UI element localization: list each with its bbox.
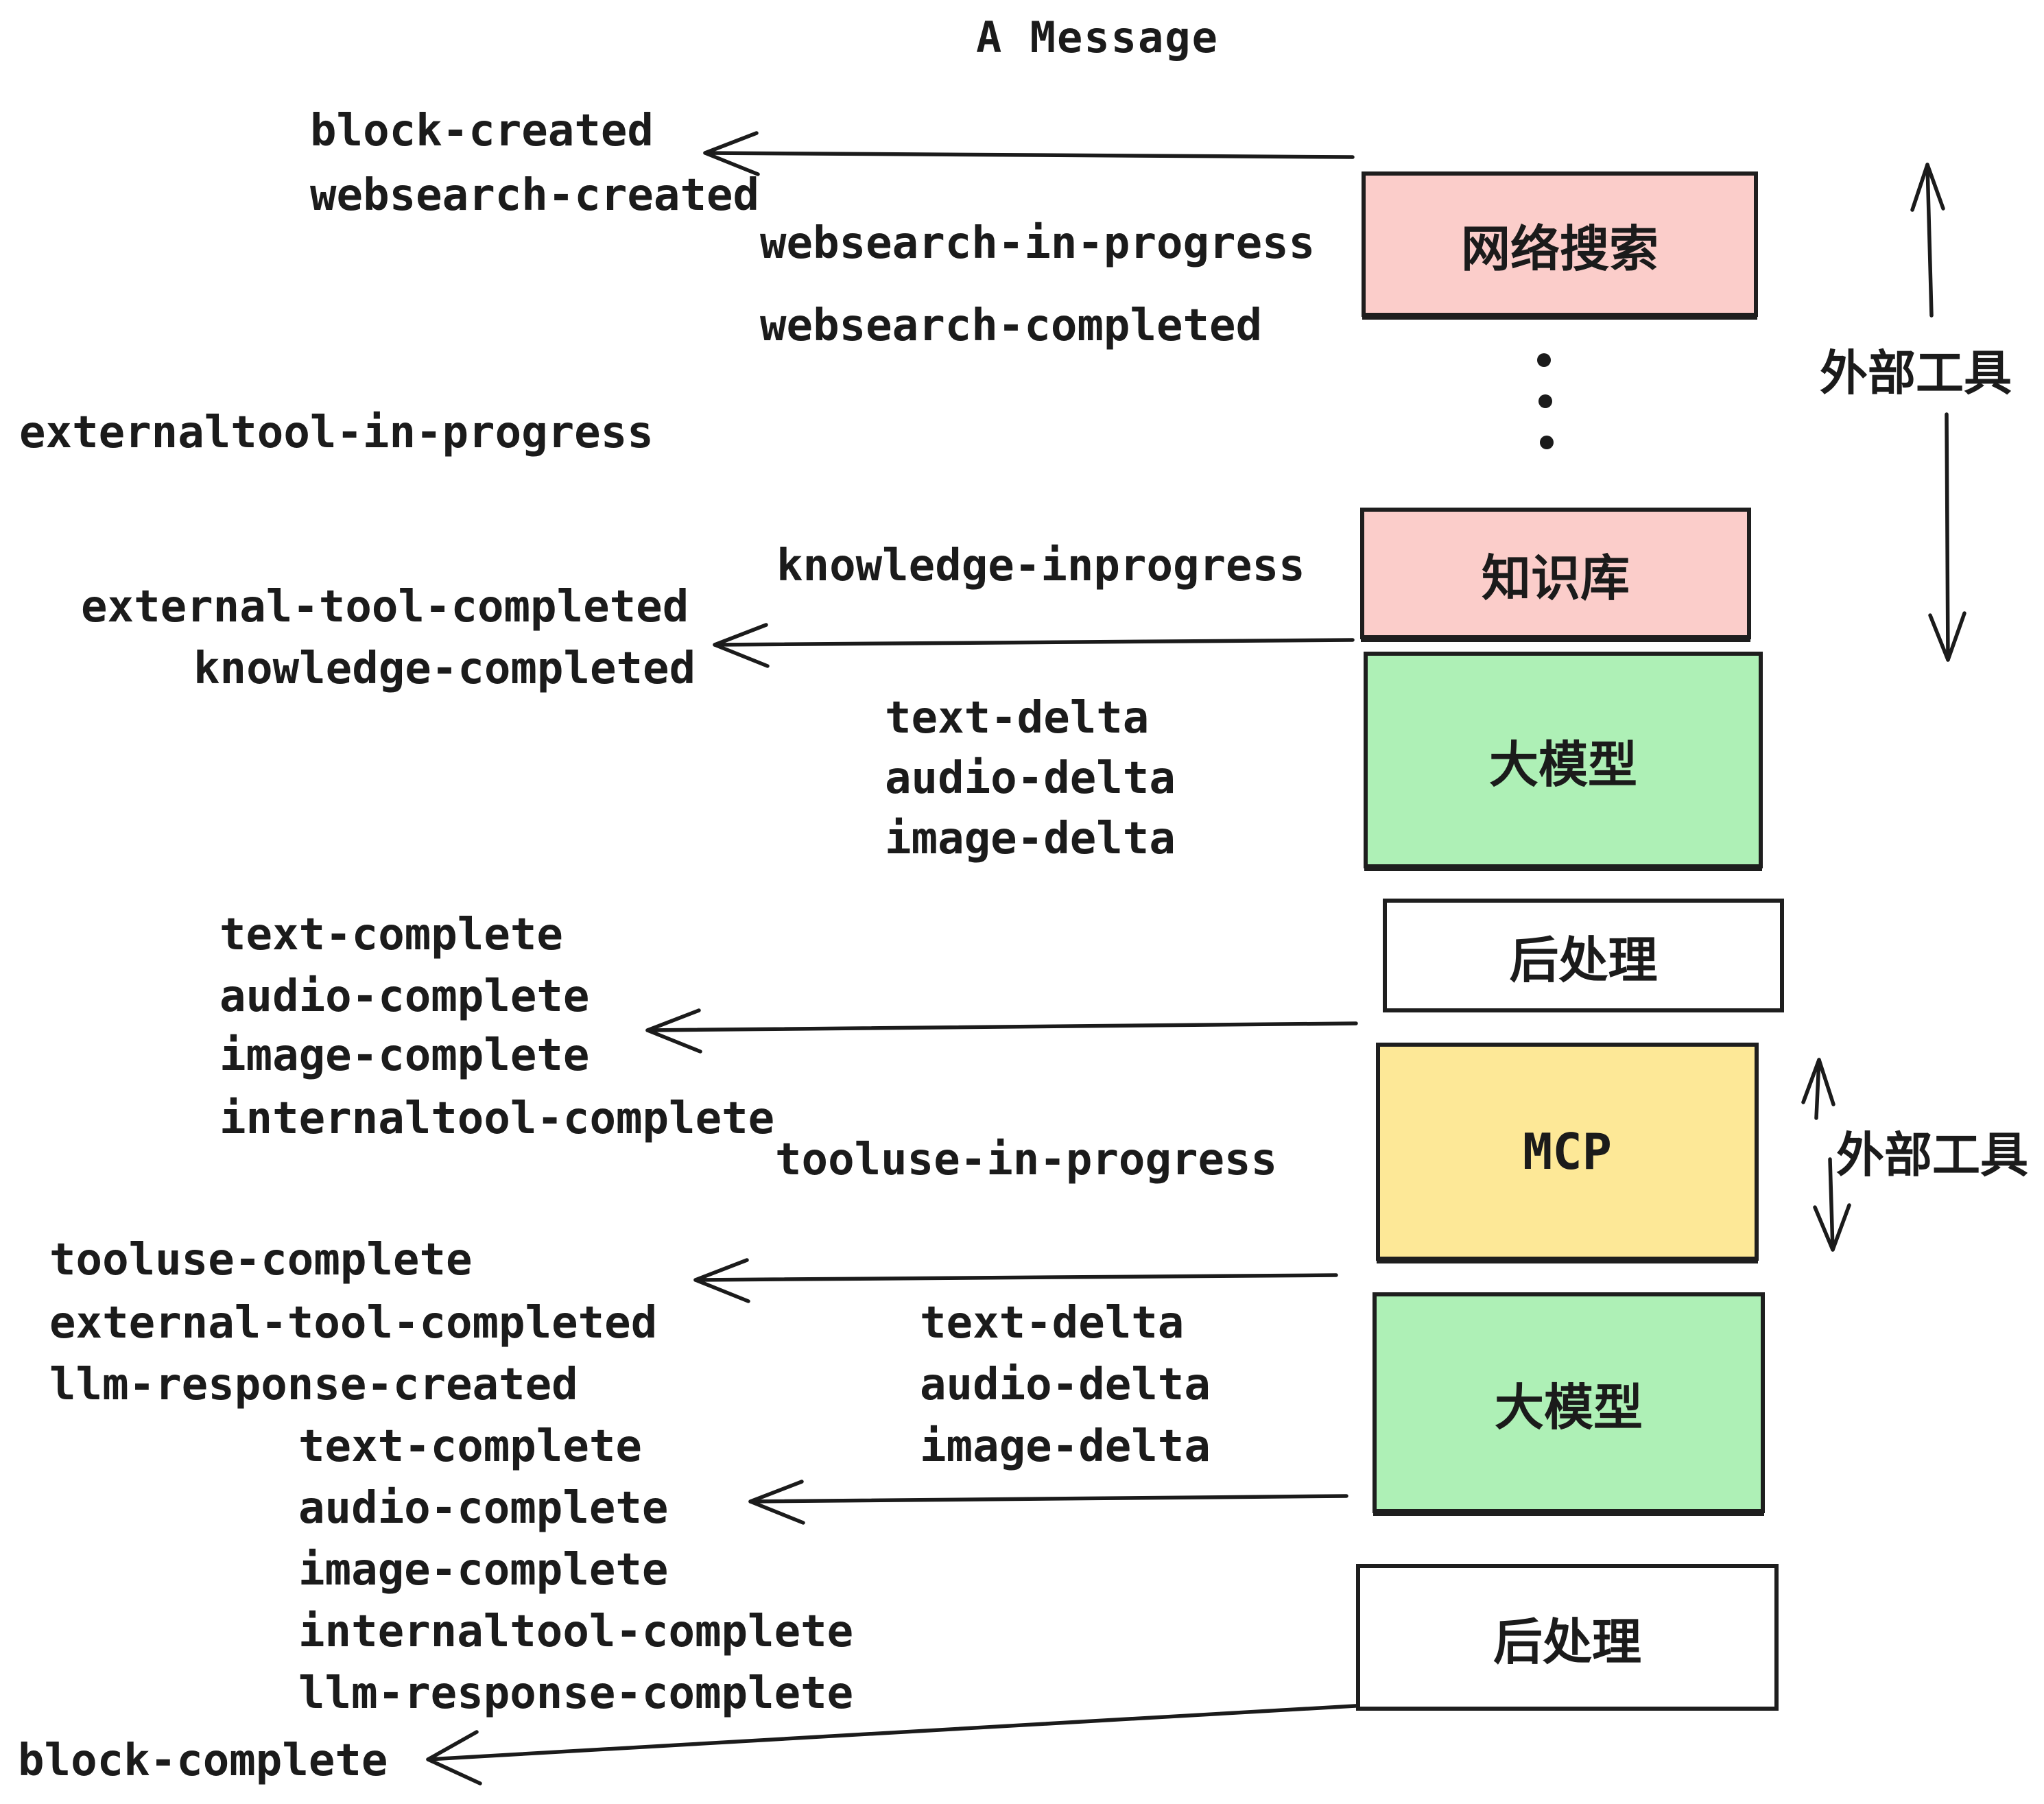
event-image-complete-2: image-complete: [298, 1545, 669, 1595]
box-knowledge: 知识库: [1360, 508, 1751, 639]
event-llm-response-created: llm-response-created: [49, 1360, 578, 1410]
event-image-delta-2: image-delta: [920, 1421, 1211, 1472]
event-external-tool-completed-2: external-tool-completed: [49, 1298, 658, 1349]
event-image-delta-1: image-delta: [885, 814, 1176, 864]
box-postprocess-2: 后处理: [1356, 1564, 1779, 1711]
event-text-complete-2: text-complete: [298, 1421, 642, 1472]
arrow-postprocess-to-image-complete-icon: [645, 1008, 1358, 1054]
arrow-down-external-tools-top-icon: [1928, 412, 1966, 662]
event-tooluse-complete: tooluse-complete: [49, 1235, 473, 1285]
box-mcp: MCP: [1376, 1043, 1759, 1261]
event-internaltool-complete-2: internaltool-complete: [298, 1606, 854, 1657]
event-knowledge-completed: knowledge-completed: [193, 643, 696, 694]
arrow-up-external-tools-top-icon: [1910, 163, 1945, 318]
event-websearch-completed: websearch-completed: [760, 300, 1263, 351]
event-block-complete: block-complete: [18, 1735, 388, 1786]
event-llm-response-complete: llm-response-complete: [298, 1668, 854, 1719]
event-image-complete-1: image-complete: [219, 1030, 590, 1081]
event-text-delta-2: text-delta: [920, 1298, 1185, 1349]
label-external-tools-mcp: 外部工具: [1836, 1127, 2028, 1183]
arrow-mcp-to-tooluse-complete-icon: [693, 1258, 1338, 1303]
arrow-llm2-to-audio-complete-icon: [748, 1480, 1348, 1525]
event-audio-complete-2: audio-complete: [298, 1483, 669, 1534]
arrow-up-external-tools-mcp-icon: [1801, 1058, 1835, 1120]
event-external-tool-completed-1: external-tool-completed: [81, 582, 689, 632]
event-internaltool-complete-1: internaltool-complete: [219, 1093, 775, 1144]
arrow-knowledge-to-knowledge-completed-icon: [713, 623, 1355, 668]
box-llm-1: 大模型: [1364, 652, 1763, 868]
vertical-ellipsis-dots-icon: [1537, 353, 1554, 449]
event-audio-delta-1: audio-delta: [885, 753, 1176, 804]
box-postprocess-1: 后处理: [1383, 899, 1784, 1012]
box-llm-2: 大模型: [1372, 1292, 1765, 1513]
event-audio-complete-1: audio-complete: [219, 971, 590, 1022]
event-tooluse-in-progress: tooluse-in-progress: [775, 1135, 1278, 1185]
event-block-created: block-created: [310, 106, 654, 156]
label-external-tools-top: 外部工具: [1820, 345, 2012, 401]
box-websearch: 网络搜索: [1362, 171, 1758, 317]
arrow-websearch-to-block-created-icon: [703, 131, 1355, 176]
diagram-title: A Message: [976, 12, 1219, 62]
event-websearch-created: websearch-created: [310, 170, 760, 221]
event-audio-delta-2: audio-delta: [920, 1360, 1211, 1410]
event-websearch-in-progress: websearch-in-progress: [760, 218, 1316, 269]
event-text-complete-1: text-complete: [219, 910, 563, 960]
event-text-delta-1: text-delta: [885, 693, 1150, 744]
event-externaltool-in-progress: externaltool-in-progress: [19, 407, 654, 458]
event-knowledge-inprogress: knowledge-inprogress: [776, 541, 1305, 591]
